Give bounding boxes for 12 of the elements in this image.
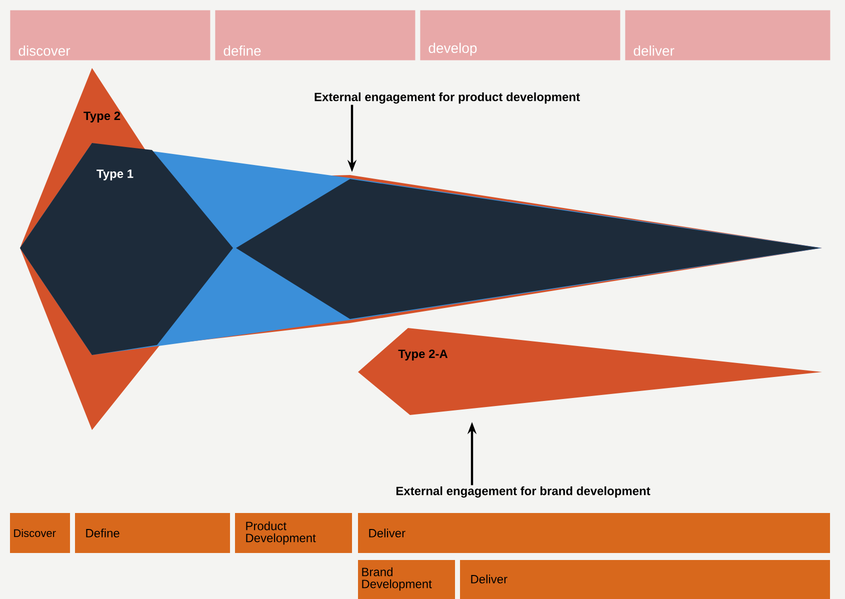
phase-bar: Deliver xyxy=(358,513,830,553)
phase-bar: Brand Development xyxy=(358,560,455,599)
stage-header: develop xyxy=(420,10,620,60)
annotation-text: External engagement for brand development xyxy=(396,486,650,498)
stage-header: define xyxy=(215,10,416,60)
phase-bar: Discover xyxy=(10,513,70,553)
stage-header: deliver xyxy=(625,10,830,60)
phase-bar: Define xyxy=(75,513,230,553)
phase-bar: Deliver xyxy=(460,560,830,599)
stage-header: discover xyxy=(10,10,210,60)
annotation-text: External engagement for product development xyxy=(314,92,580,104)
phase-bar: Product Development xyxy=(235,513,352,553)
